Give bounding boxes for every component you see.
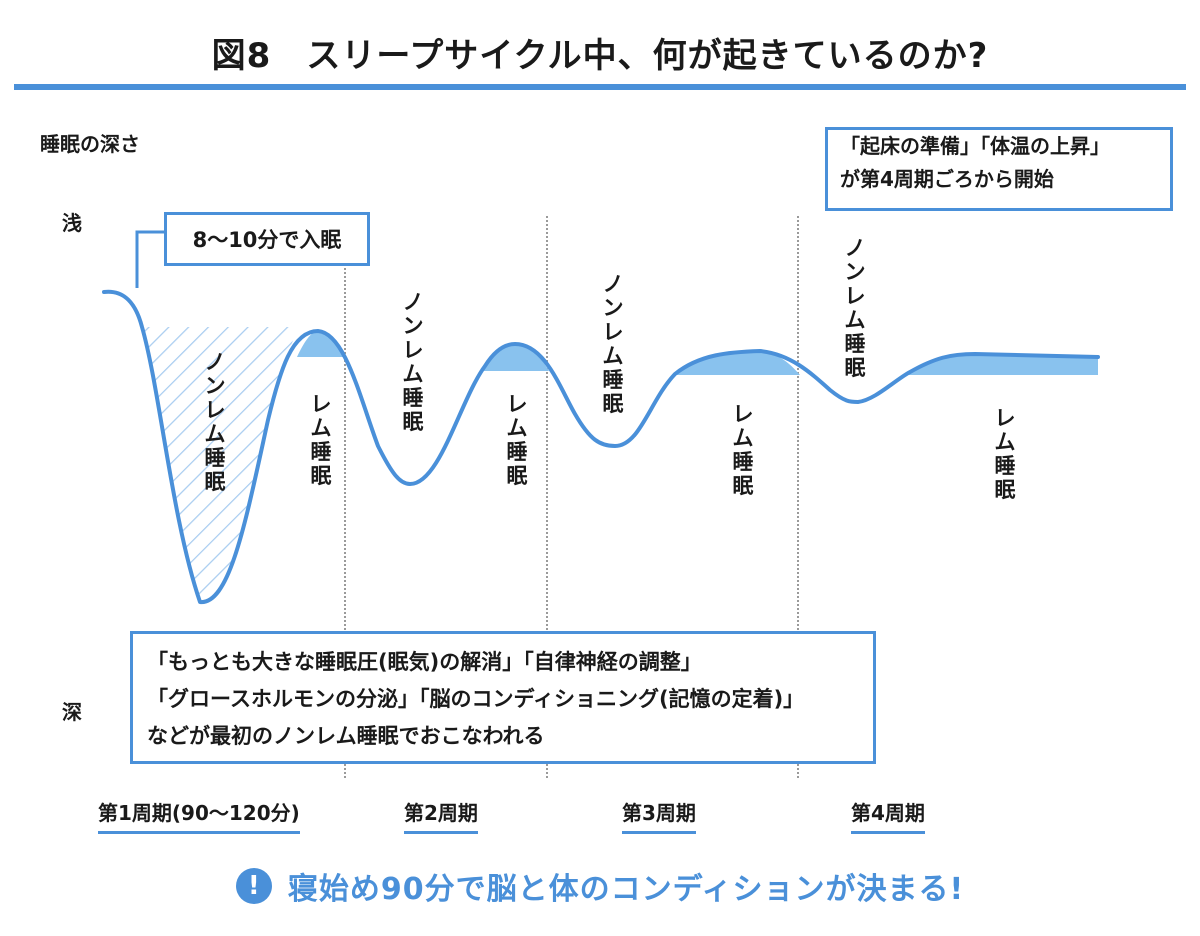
footer-message: ! 寝始め90分で脳と体のコンディションが決まる!: [0, 864, 1200, 908]
y-tick-deep: 深: [62, 700, 82, 724]
rem-label-cycle1: レ ム 睡 眠: [310, 392, 332, 488]
nrem-label-cycle1: ノ ン レ ム 睡 眠: [204, 350, 226, 494]
rem-label-cycle3: レ ム 睡 眠: [732, 402, 754, 498]
cycle-label-4: 第4周期: [851, 797, 925, 834]
cycle-divider-1: [344, 216, 346, 778]
rem-label-cycle2: レ ム 睡 眠: [506, 392, 528, 488]
onset-callout: 8〜10分で入眠: [164, 212, 370, 266]
first-nrem-callout-line-1: 「もっとも大きな睡眠圧(眠気)の解消」「自律神経の調整」: [147, 650, 702, 674]
top-right-callout-line-2: が第4周期ごろから開始: [840, 167, 1054, 191]
rem-fill-cycle4: [903, 353, 1098, 375]
nrem-label-cycle4: ノ ン レ ム 睡 眠: [844, 236, 866, 380]
nrem-label-cycle3: ノ ン レ ム 睡 眠: [602, 272, 624, 416]
title-underline: [14, 84, 1186, 90]
cycle-label-1: 第1周期(90〜120分): [98, 797, 300, 834]
rem-label-cycle4: レ ム 睡 眠: [994, 406, 1016, 502]
exclamation-circle-icon: !: [235, 868, 272, 904]
first-nrem-callout-line-2: 「グロースホルモンの分泌」「脳のコンディショニング(記憶の定着)」: [147, 687, 805, 711]
top-right-callout: 「起床の準備」「体温の上昇」 が第4周期ごろから開始: [825, 127, 1173, 211]
cycle-label-3: 第3周期: [622, 797, 696, 834]
top-right-callout-line-1: 「起床の準備」「体温の上昇」: [840, 134, 1110, 158]
onset-marker-line: [135, 230, 164, 288]
y-tick-shallow: 浅: [62, 211, 82, 235]
rem-fill-cycle1: [297, 331, 345, 357]
footer-text: 寝始め90分で脳と体のコンディションが決まる!: [287, 872, 965, 907]
cycle-label-2: 第2周期: [404, 797, 478, 834]
nrem-label-cycle2: ノ ン レ ム 睡 眠: [402, 290, 424, 434]
first-nrem-callout: 「もっとも大きな睡眠圧(眠気)の解消」「自律神経の調整」 「グロースホルモンの分…: [130, 631, 876, 764]
sleep-depth-curve: [102, 289, 1100, 604]
cycle-divider-2: [546, 216, 548, 778]
y-axis-label: 睡眠の深さ: [40, 132, 140, 156]
first-nrem-callout-line-3: などが最初のノンレム睡眠でおこなわれる: [147, 724, 545, 748]
cycle-divider-3: [797, 216, 799, 778]
first-nrem-hatched-area: [142, 327, 300, 603]
figure-title: 図8 スリープサイクル中、何が起きているのか?: [211, 36, 989, 76]
